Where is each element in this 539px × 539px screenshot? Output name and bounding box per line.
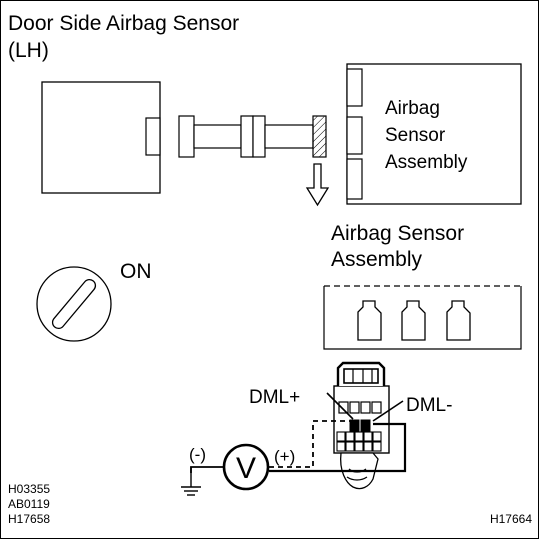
dml-minus-leader <box>372 400 404 422</box>
door-sensor-side: (LH) <box>8 39 49 62</box>
door-sensor-title: Door Side Airbag Sensor <box>8 12 239 35</box>
figure-code-1: H03355 <box>8 482 50 496</box>
test-connector <box>333 361 390 454</box>
meter-negative-label: (-) <box>189 445 206 464</box>
positive-probe-lead <box>269 420 353 468</box>
door-sensor-box <box>41 81 161 194</box>
voltmeter: V <box>222 443 270 491</box>
assembly-box-label-2: Sensor <box>385 125 446 146</box>
negative-probe-lead <box>190 466 223 473</box>
dml-plus-label: DML+ <box>249 387 300 408</box>
assembly-connector-view <box>323 285 522 350</box>
down-arrow-icon <box>305 163 330 207</box>
figure-id: H17664 <box>490 512 532 526</box>
assembly-box-label-1: Airbag <box>385 98 440 119</box>
assembly-connector-2 <box>346 116 363 155</box>
dml-minus-label: DML- <box>406 395 452 416</box>
ignition-on-label: ON <box>120 260 152 283</box>
figure-code-3: H17658 <box>8 512 50 526</box>
assembly-box-label-3: Assembly <box>385 152 468 173</box>
door-sensor-connector <box>145 117 161 156</box>
ignition-key-icon <box>36 266 112 342</box>
meter-positive-label: (+) <box>274 447 295 466</box>
dml-plus-leader <box>326 392 354 420</box>
wire-harness <box>178 115 327 158</box>
ground-icon <box>181 467 201 496</box>
voltmeter-symbol: V <box>236 452 256 485</box>
assembly-label-line2: Assembly <box>331 248 423 271</box>
figure-code-2: AB0119 <box>8 497 50 511</box>
negative-probe-wire <box>269 422 407 473</box>
assembly-label-line1: Airbag Sensor <box>331 222 464 245</box>
assembly-connector-3 <box>346 158 363 200</box>
assembly-connector-1 <box>346 68 363 107</box>
